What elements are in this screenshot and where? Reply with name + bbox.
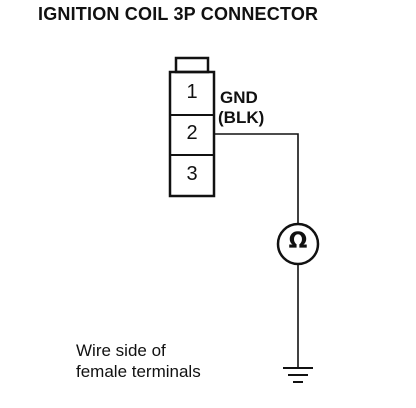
note-line-2: female terminals bbox=[76, 362, 201, 381]
diagram-title: IGNITION COIL 3P CONNECTOR bbox=[38, 4, 319, 24]
pin-label-wire-color: (BLK) bbox=[218, 108, 265, 127]
ohm-icon: Ω bbox=[288, 229, 308, 254]
ground-icon bbox=[283, 367, 313, 383]
pin-label-gnd: GND bbox=[220, 88, 258, 107]
pin-1-number: 1 bbox=[186, 81, 198, 103]
wire-pin2-to-meter bbox=[214, 133, 299, 224]
note-line-1: Wire side of bbox=[76, 341, 166, 360]
pin-2-number: 2 bbox=[186, 122, 198, 144]
connector-latch bbox=[174, 56, 210, 74]
pin-3-number: 3 bbox=[186, 163, 198, 185]
